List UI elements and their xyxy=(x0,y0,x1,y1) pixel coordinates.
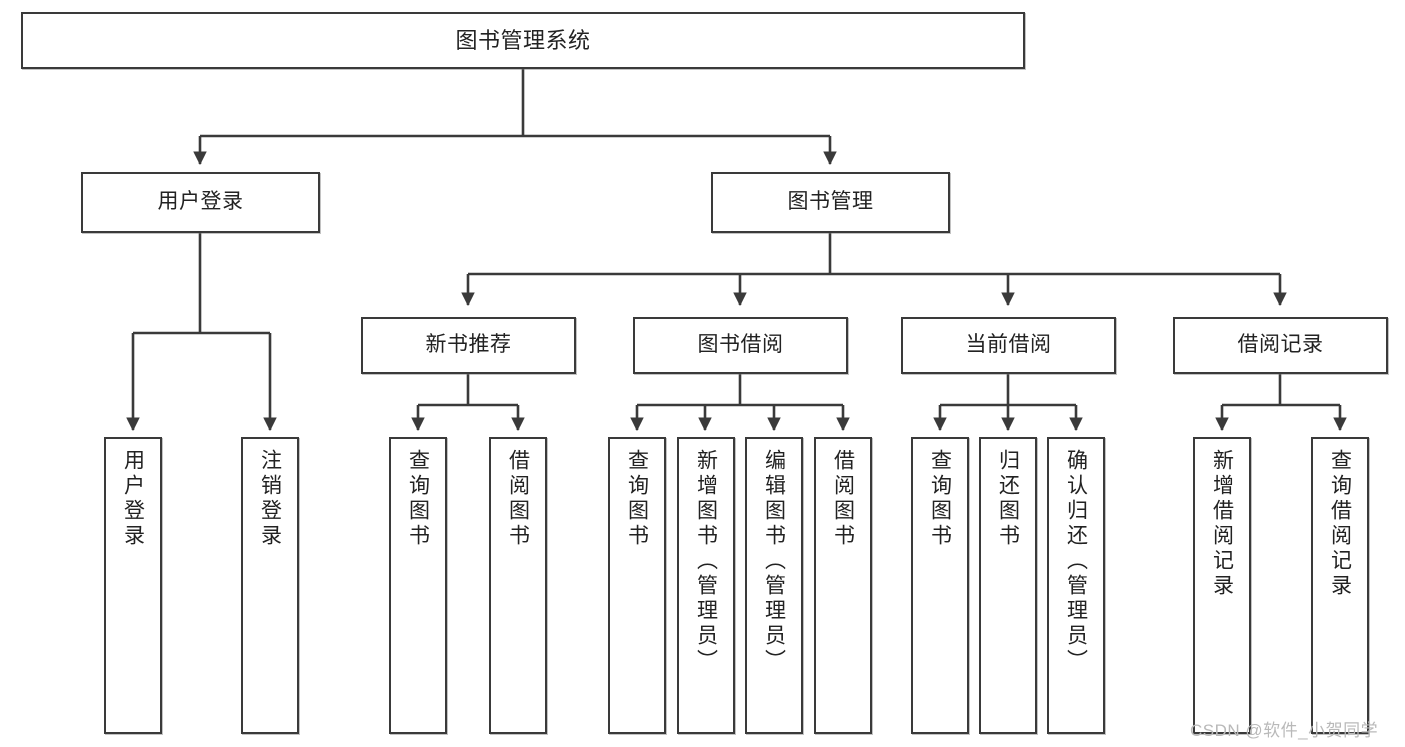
node-current-borrow[interactable]: 当前借阅 xyxy=(901,317,1116,374)
node-label: 借阅图书 xyxy=(831,449,855,549)
leaf-current-borrow-return[interactable]: 归还图书 xyxy=(979,437,1037,734)
node-label: 查询图书 xyxy=(406,449,430,549)
leaf-borrow-record-query[interactable]: 查询借阅记录 xyxy=(1311,437,1369,734)
leaf-borrow-record-add[interactable]: 新增借阅记录 xyxy=(1193,437,1251,734)
node-label: 查询借阅记录 xyxy=(1328,449,1352,599)
node-label: 图书管理系统 xyxy=(455,27,591,53)
node-label: 当前借阅 xyxy=(965,333,1052,357)
leaf-book-borrow-edit[interactable]: 编辑图书（管理员） xyxy=(745,437,803,734)
node-label: 确认归还（管理员） xyxy=(1064,449,1088,674)
node-new-book-recommend[interactable]: 新书推荐 xyxy=(361,317,576,374)
leaf-new-book-query[interactable]: 查询图书 xyxy=(389,437,447,734)
node-label: 查询图书 xyxy=(625,449,649,549)
leaf-current-borrow-query[interactable]: 查询图书 xyxy=(911,437,969,734)
node-label: 用户登录 xyxy=(157,190,244,214)
leaf-current-borrow-confirm[interactable]: 确认归还（管理员） xyxy=(1047,437,1105,734)
leaf-book-borrow-query[interactable]: 查询图书 xyxy=(608,437,666,734)
node-label: 用户登录 xyxy=(121,449,145,549)
node-root-system[interactable]: 图书管理系统 xyxy=(21,12,1025,69)
node-label: 借阅图书 xyxy=(506,449,530,549)
node-label: 借阅记录 xyxy=(1237,333,1324,357)
node-book-management[interactable]: 图书管理 xyxy=(711,172,950,233)
node-label: 图书管理 xyxy=(787,190,874,214)
node-label: 新增借阅记录 xyxy=(1210,449,1234,599)
node-label: 新书推荐 xyxy=(425,333,512,357)
node-borrow-record[interactable]: 借阅记录 xyxy=(1173,317,1388,374)
node-label: 编辑图书（管理员） xyxy=(762,449,786,674)
node-book-borrow[interactable]: 图书借阅 xyxy=(633,317,848,374)
node-label: 归还图书 xyxy=(996,449,1020,549)
leaf-book-borrow-add[interactable]: 新增图书（管理员） xyxy=(677,437,735,734)
leaf-new-book-borrow[interactable]: 借阅图书 xyxy=(489,437,547,734)
leaf-book-borrow-lend[interactable]: 借阅图书 xyxy=(814,437,872,734)
node-label: 新增图书（管理员） xyxy=(694,449,718,674)
leaf-user-login-login[interactable]: 用户登录 xyxy=(104,437,162,734)
node-label: 注销登录 xyxy=(258,449,282,549)
node-label: 图书借阅 xyxy=(697,333,784,357)
leaf-user-login-logout[interactable]: 注销登录 xyxy=(241,437,299,734)
node-label: 查询图书 xyxy=(928,449,952,549)
node-user-login[interactable]: 用户登录 xyxy=(81,172,320,233)
